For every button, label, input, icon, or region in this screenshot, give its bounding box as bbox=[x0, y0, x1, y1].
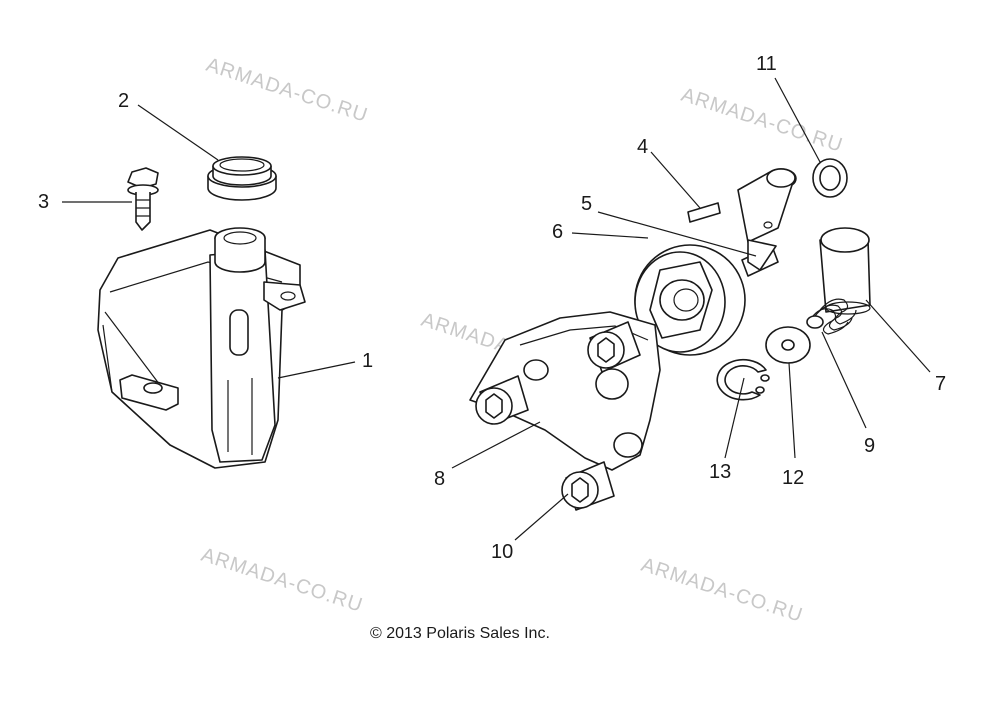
leader-7 bbox=[865, 299, 931, 373]
callout-13: 13 bbox=[709, 461, 731, 483]
part-7-sleeve bbox=[819, 227, 871, 315]
screw-b bbox=[475, 375, 529, 425]
leader-13 bbox=[724, 377, 745, 459]
callout-3: 3 bbox=[38, 191, 49, 213]
callout-8: 8 bbox=[434, 468, 445, 490]
callout-2: 2 bbox=[118, 90, 129, 112]
callout-11: 11 bbox=[756, 53, 777, 75]
watermark-1: ARMADA-CO.RU bbox=[203, 54, 370, 127]
part-3-bolt bbox=[127, 167, 159, 231]
leader-11 bbox=[774, 77, 821, 163]
leader-4 bbox=[650, 151, 701, 209]
leader-2 bbox=[137, 104, 219, 161]
watermark-4: ARMADA-CO.RU bbox=[198, 544, 365, 617]
part-9-spring bbox=[806, 298, 857, 335]
part-2-plug bbox=[207, 156, 277, 201]
watermark-2: ARMADA-CO.RU bbox=[678, 84, 845, 157]
part-5-shaft bbox=[737, 168, 797, 277]
callout-12: 12 bbox=[782, 467, 804, 489]
part-1-oil-strainer bbox=[97, 227, 306, 469]
leader-9 bbox=[821, 331, 867, 429]
callout-labels: 1 2 3 4 5 6 7 8 9 10 11 12 13 bbox=[38, 53, 946, 563]
part-13-circlip bbox=[716, 358, 770, 401]
leader-lines bbox=[62, 77, 931, 541]
watermark-5: ARMADA-CO.RU bbox=[638, 554, 805, 627]
part-11-oring bbox=[812, 158, 848, 198]
callout-6: 6 bbox=[552, 221, 563, 243]
callout-7: 7 bbox=[935, 373, 946, 395]
leader-5 bbox=[597, 211, 757, 257]
callout-5: 5 bbox=[581, 193, 592, 215]
copyright-text: © 2013 Polaris Sales Inc. bbox=[370, 625, 550, 642]
part-12-washer bbox=[765, 326, 811, 364]
screw-c bbox=[561, 461, 615, 511]
part-6-rotor bbox=[634, 244, 746, 356]
leader-6 bbox=[571, 232, 649, 239]
leader-12 bbox=[788, 362, 796, 459]
callout-10: 10 bbox=[491, 541, 513, 563]
callout-9: 9 bbox=[864, 435, 875, 457]
leader-10 bbox=[514, 493, 569, 541]
part-10-screws bbox=[475, 321, 641, 511]
callout-4: 4 bbox=[637, 136, 648, 158]
callout-1: 1 bbox=[362, 350, 373, 372]
leader-1 bbox=[277, 361, 356, 379]
part-4-pin bbox=[687, 202, 721, 223]
screw-a bbox=[587, 321, 641, 373]
leader-8 bbox=[451, 421, 541, 469]
